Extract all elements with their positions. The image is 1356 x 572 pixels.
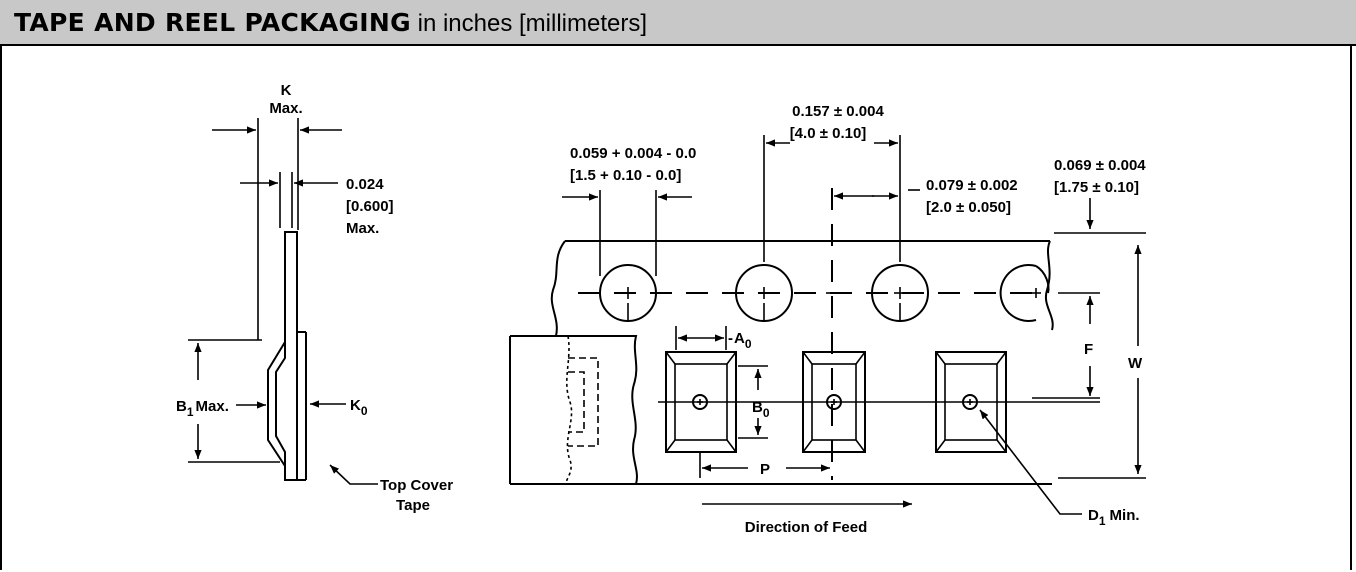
title-bar: TAPE AND REEL PACKAGING in inches [milli… xyxy=(0,0,1356,46)
hidden-break-line xyxy=(565,335,573,485)
hidden-pocket-inner xyxy=(568,371,585,433)
f-label: F xyxy=(1084,341,1093,358)
pocket-inner-profile xyxy=(275,342,286,466)
p-label: P xyxy=(760,461,770,478)
lower-tape-break xyxy=(510,335,638,485)
thickness-mm: [0.600] xyxy=(346,198,394,215)
title-bold: TAPE AND REEL PACKAGING xyxy=(14,8,411,37)
feed-direction-label: Direction of Feed xyxy=(745,519,868,536)
sprocket-hole xyxy=(735,264,793,322)
sprocket-hole-partial xyxy=(999,264,1050,322)
hole-diameter-mm: [1.5 + 0.10 - 0.0] xyxy=(570,167,681,184)
half-pitch-inches: 0.079 ± 0.002 xyxy=(926,177,1018,194)
title-units: in inches [millimeters] xyxy=(410,10,648,37)
pitch-inches: 0.157 ± 0.004 xyxy=(792,103,884,120)
edge-mm: [1.75 ± 0.10] xyxy=(1054,179,1139,196)
a0-label: -A0 xyxy=(728,330,752,351)
d1-pointer xyxy=(979,409,1082,515)
carrier-tape-profile xyxy=(267,231,298,481)
hidden-pocket-outer xyxy=(568,357,599,447)
b0-label: B0 xyxy=(752,399,770,420)
k-max-label: Max. xyxy=(269,100,302,117)
sprocket-hole xyxy=(871,264,929,322)
sprocket-hole xyxy=(599,264,657,322)
tape-break-left xyxy=(550,240,566,337)
k-label: K xyxy=(281,82,292,99)
tape-break-right xyxy=(1044,240,1054,331)
cover-tape-pointer xyxy=(329,464,378,485)
thickness-inches: 0.024 xyxy=(346,176,384,193)
hole-diameter-inches: 0.059 + 0.004 - 0.0 xyxy=(570,145,696,162)
thickness-max: Max. xyxy=(346,220,379,237)
k0-label: K0 xyxy=(350,397,368,418)
cover-tape-label-1: Top Cover xyxy=(380,477,453,494)
pitch-mm: [4.0 ± 0.10] xyxy=(790,125,867,142)
w-label: W xyxy=(1128,355,1143,372)
half-pitch-mm: [2.0 ± 0.050] xyxy=(926,199,1011,216)
tape-view: 0.059 + 0.004 - 0.0 [1.5 + 0.10 - 0.0] 0… xyxy=(509,103,1146,536)
edge-inches: 0.069 ± 0.004 xyxy=(1054,157,1146,174)
cover-tape-label-2: Tape xyxy=(396,497,430,514)
page-title: TAPE AND REEL PACKAGING in inches [milli… xyxy=(14,7,647,39)
